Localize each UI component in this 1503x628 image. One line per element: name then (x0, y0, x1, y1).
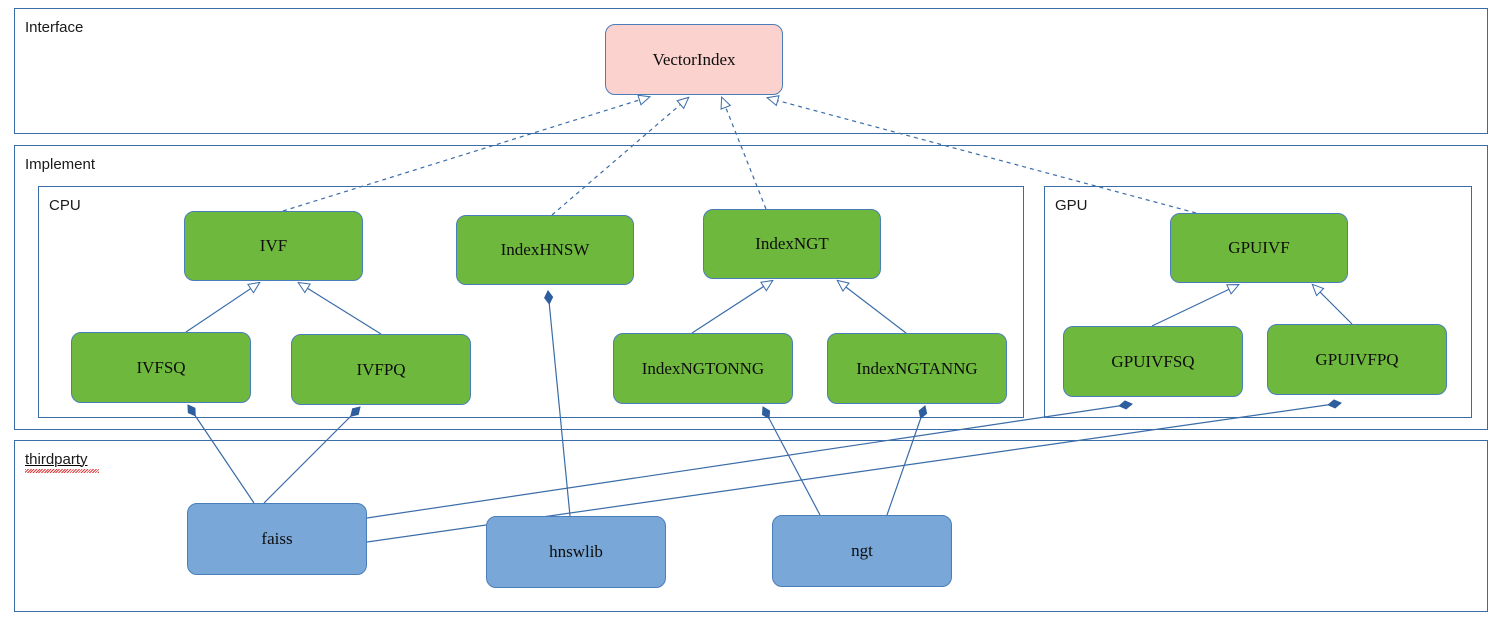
node-ivf[interactable]: IVF (184, 211, 363, 281)
edge-ngt-to-indexngtanng (886, 405, 928, 516)
group-label-cpu: CPU (49, 197, 81, 214)
edge-faiss-to-ivfpq (263, 406, 361, 504)
edge-gpuivf-to-vectorindex (768, 98, 1197, 214)
edge-ivf-to-vectorindex (282, 97, 649, 212)
node-gpuivfsq[interactable]: GPUIVFSQ (1063, 326, 1243, 397)
node-hnswlib[interactable]: hnswlib (486, 516, 666, 588)
edge-indexngtanng-to-indexngt (838, 281, 907, 334)
group-frame-cpu (38, 186, 1024, 418)
node-gpuivf[interactable]: GPUIVF (1170, 213, 1348, 283)
edge-faiss-to-ivfsq (187, 404, 255, 504)
edge-gpuivfpq-to-gpuivf (1313, 285, 1353, 325)
group-frame-interface (14, 8, 1488, 134)
edge-ivfsq-to-ivf (185, 283, 259, 333)
node-indexngt[interactable]: IndexNGT (703, 209, 881, 279)
node-indexngtonng[interactable]: IndexNGTONNG (613, 333, 793, 404)
group-label-thirdparty: thirdparty (25, 451, 88, 468)
node-gpuivfpq[interactable]: GPUIVFPQ (1267, 324, 1447, 395)
edge-ngt-to-indexngtonng (761, 406, 821, 516)
group-frame-thirdparty (14, 440, 1488, 612)
node-ivfpq[interactable]: IVFPQ (291, 334, 471, 405)
edge-indexngt-to-vectorindex (722, 98, 767, 210)
node-faiss[interactable]: faiss (187, 503, 367, 575)
group-frame-gpu (1044, 186, 1472, 418)
edge-faiss-to-gpuivfsq (366, 400, 1133, 519)
group-label-gpu: GPU (1055, 197, 1088, 214)
group-label-interface: Interface (25, 19, 84, 36)
spellcheck-squiggle-thirdparty (25, 469, 99, 473)
node-ngt[interactable]: ngt (772, 515, 952, 587)
edge-hnswlib-to-indexhnsw (544, 290, 571, 517)
group-label-implement: Implement (25, 156, 96, 173)
node-ivfsq[interactable]: IVFSQ (71, 332, 251, 403)
edge-gpuivfsq-to-gpuivf (1151, 285, 1238, 327)
edge-indexhnsw-to-vectorindex (551, 98, 688, 216)
edge-ivfpq-to-ivf (299, 283, 382, 335)
node-vectorindex[interactable]: VectorIndex (605, 24, 783, 95)
edge-indexngtonng-to-indexngt (691, 281, 772, 334)
group-frame-implement (14, 145, 1488, 430)
node-indexngtanng[interactable]: IndexNGTANNG (827, 333, 1007, 404)
node-indexhnsw[interactable]: IndexHNSW (456, 215, 634, 285)
